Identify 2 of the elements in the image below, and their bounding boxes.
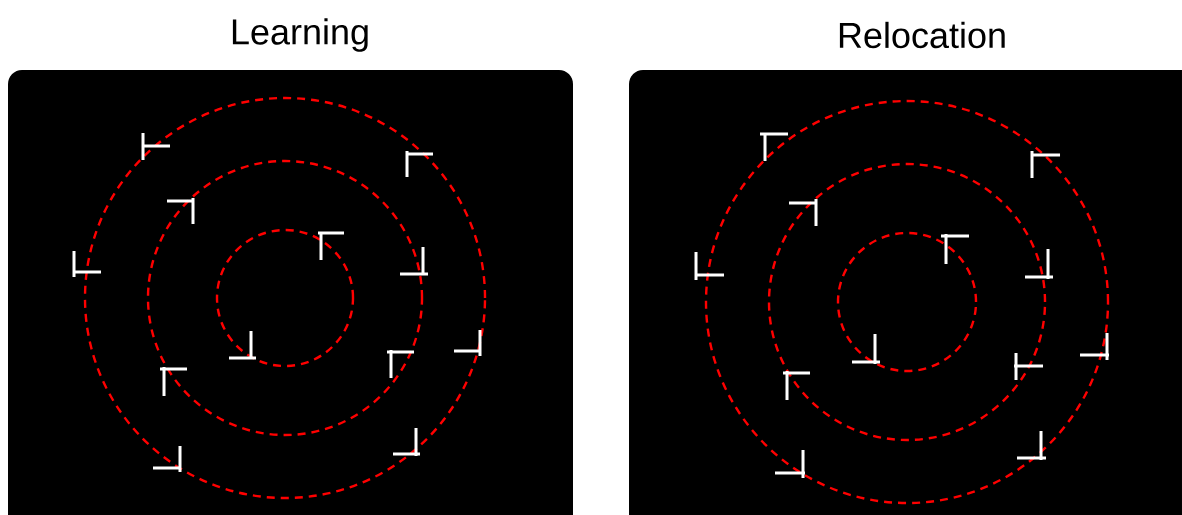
panel-title: Learning — [232, 18, 368, 52]
panel-title: Relocation — [839, 21, 1005, 49]
